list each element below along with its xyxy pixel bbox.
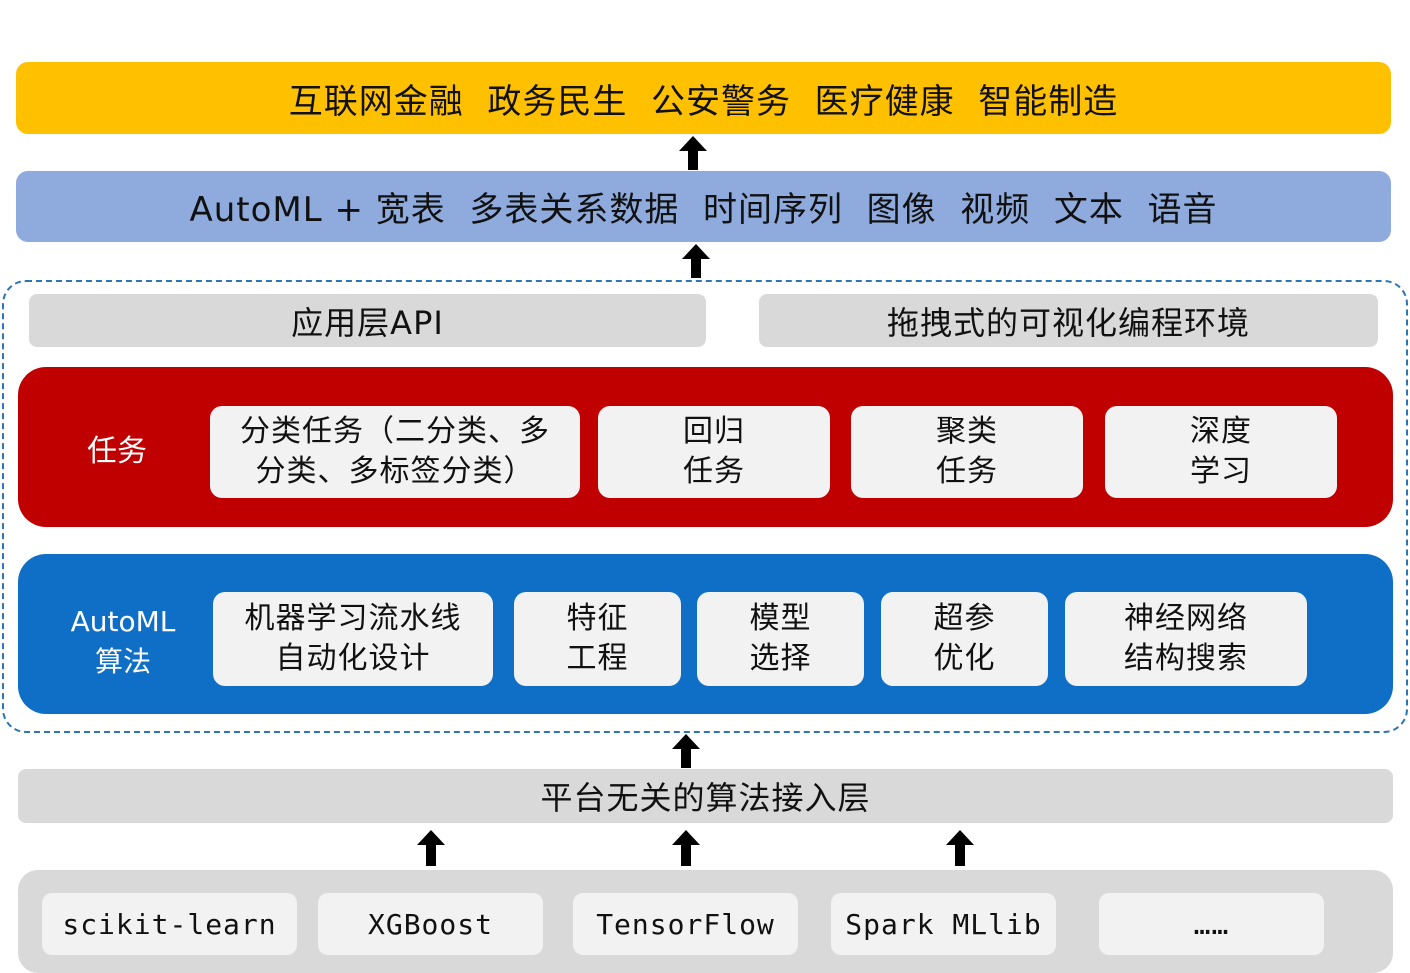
library-spark-mllib: Spark MLlib bbox=[831, 893, 1056, 955]
algo-card-feature-engineering: 特征 工程 bbox=[514, 592, 681, 686]
card-line: 自动化设计 bbox=[275, 641, 431, 676]
card-line: 优化 bbox=[933, 641, 996, 676]
card-line: 聚类 bbox=[936, 414, 998, 449]
algorithms-label-line: AutoML bbox=[70, 605, 176, 638]
card-line: 深度 bbox=[1190, 414, 1252, 449]
up-arrow-icon bbox=[671, 830, 701, 866]
task-card-classification: 分类任务（二分类、多 分类、多标签分类） bbox=[210, 406, 580, 498]
up-arrow-icon bbox=[671, 734, 701, 768]
card-line: 结构搜索 bbox=[1124, 641, 1248, 676]
card-line: 任务 bbox=[936, 454, 998, 489]
card-line: 选择 bbox=[749, 641, 812, 676]
card-line: 任务 bbox=[683, 454, 745, 489]
card-line: 回归 bbox=[683, 414, 745, 449]
card-line: 工程 bbox=[566, 641, 629, 676]
task-card-clustering: 聚类 任务 bbox=[851, 406, 1083, 498]
card-line: 神经网络 bbox=[1124, 601, 1248, 636]
card-line: 模型 bbox=[749, 601, 812, 636]
card-line: 分类任务（二分类、多 bbox=[240, 414, 550, 449]
library-xgboost: XGBoost bbox=[318, 893, 543, 955]
card-line: 学习 bbox=[1190, 454, 1252, 489]
automl-platform-frame bbox=[2, 280, 1408, 733]
card-line: 超参 bbox=[933, 601, 996, 636]
algo-card-hyperparameter: 超参 优化 bbox=[881, 592, 1048, 686]
library-tensorflow: TensorFlow bbox=[573, 893, 798, 955]
data-types-bar: AutoML + 宽表 多表关系数据 时间序列 图像 视频 文本 语音 bbox=[16, 171, 1391, 242]
library-scikit-learn: scikit-learn bbox=[42, 893, 297, 955]
algorithms-label-line: 算法 bbox=[94, 645, 151, 678]
algo-card-model-selection: 模型 选择 bbox=[697, 592, 864, 686]
algo-card-nas: 神经网络 结构搜索 bbox=[1065, 592, 1307, 686]
algorithms-label: AutoML 算法 bbox=[58, 602, 188, 682]
tasks-label: 任务 bbox=[87, 434, 147, 469]
card-line: 机器学习流水线 bbox=[244, 601, 462, 636]
visual-programming-bar: 拖拽式的可视化编程环境 bbox=[759, 294, 1378, 347]
up-arrow-icon bbox=[678, 136, 708, 170]
card-line: 分类、多标签分类） bbox=[255, 454, 535, 489]
library-more: …… bbox=[1099, 893, 1324, 955]
card-line: 特征 bbox=[566, 601, 629, 636]
task-card-deep-learning: 深度 学习 bbox=[1105, 406, 1337, 498]
platform-access-layer: 平台无关的算法接入层 bbox=[18, 769, 1393, 823]
up-arrow-icon bbox=[945, 830, 975, 866]
task-card-regression: 回归 任务 bbox=[598, 406, 830, 498]
up-arrow-icon bbox=[681, 244, 711, 278]
up-arrow-icon bbox=[416, 830, 446, 866]
algo-card-pipeline: 机器学习流水线 自动化设计 bbox=[213, 592, 493, 686]
industry-bar: 互联网金融 政务民生 公安警务 医疗健康 智能制造 bbox=[16, 62, 1391, 134]
application-api-bar: 应用层API bbox=[29, 294, 706, 347]
